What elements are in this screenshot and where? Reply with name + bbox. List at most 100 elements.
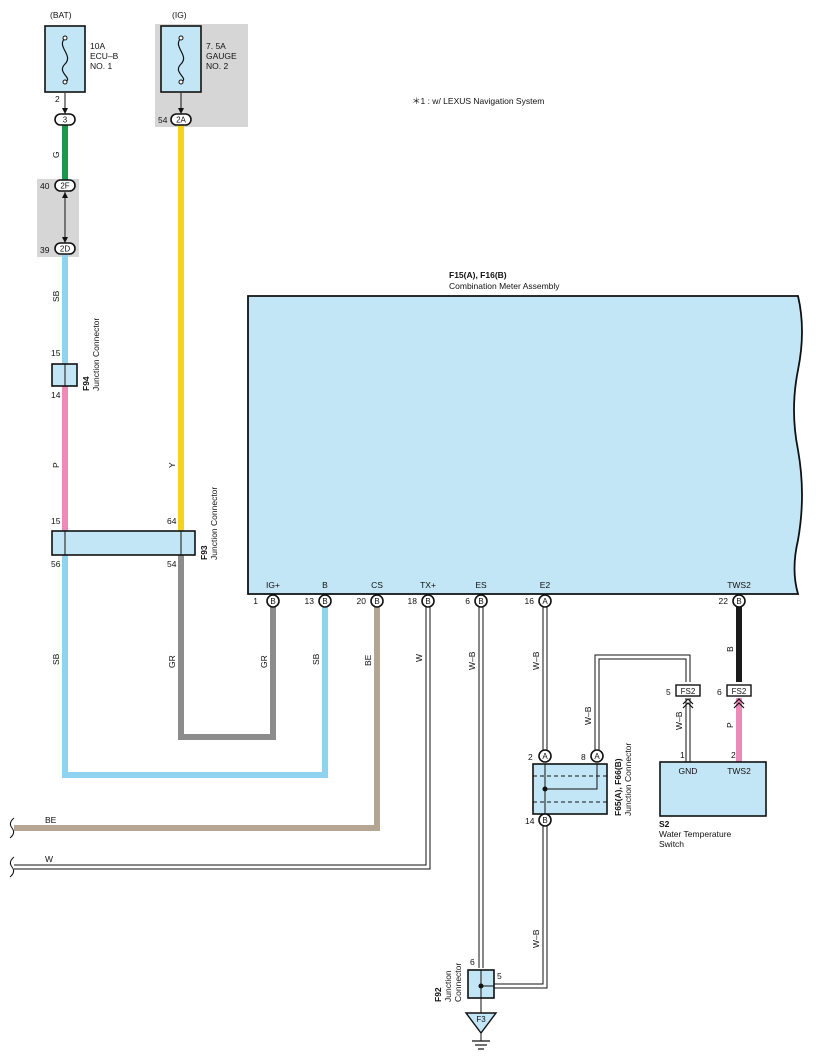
f65-f66-junction-connector: 2 A 8 A 14 B F65(A), F66(B) Junction Con… <box>525 743 633 827</box>
diagram-label: Switch <box>659 839 684 849</box>
diagram-label: TX+ <box>420 580 436 590</box>
diagram-label: 39 <box>40 245 50 255</box>
diagram-label: ECU–B <box>90 51 119 61</box>
wire-gray <box>178 555 276 740</box>
diagram-label: 40 <box>40 181 50 191</box>
diagram-label: CS <box>371 580 383 590</box>
diagram-label: 5 <box>497 971 502 981</box>
diagram-label: B <box>322 597 327 606</box>
diagram-label: W–B <box>674 711 684 730</box>
junction-2d: 39 2D <box>40 242 76 255</box>
diagram-label: 16 <box>525 596 535 606</box>
diagram-label: 56 <box>51 559 61 569</box>
diagram-label: F94 <box>81 376 91 391</box>
diagram-label: FS2 <box>681 687 696 696</box>
diagram-label: 1 <box>680 750 685 760</box>
wire-f65-to-fs2 <box>594 654 691 750</box>
diagram-label: P <box>725 722 735 728</box>
diagram-label: 15 <box>51 348 61 358</box>
diagram-label: 2 <box>528 752 533 762</box>
diagram-label: B <box>322 580 328 590</box>
diagram-label: F3 <box>476 1015 486 1024</box>
diagram-label: 14 <box>51 390 61 400</box>
diagram-label: 15 <box>51 516 61 526</box>
diagram-label: Y <box>167 462 177 468</box>
diagram-label: A <box>542 597 548 606</box>
diagram-label: 54 <box>167 559 177 569</box>
diagram-label: 7. 5A <box>206 41 226 51</box>
diagram-label: NO. 2 <box>206 61 228 71</box>
diagram-label: ES <box>475 580 487 590</box>
diagram-label: W <box>414 654 424 662</box>
combination-meter-assembly: F15(A), F16(B) Combination Meter Assembl… <box>247 270 803 595</box>
f93-junction-connector: 15 64 56 54 F93 Junction Connector <box>51 487 219 569</box>
fuse-gauge: (IG) 7. 5A GAUGE NO. 2 <box>160 10 237 93</box>
diagram-label: SB <box>51 653 61 665</box>
fs2-connector-left: 5 FS2 <box>666 684 701 709</box>
diagram-label: B <box>542 816 547 825</box>
diagram-label: W <box>45 854 53 864</box>
diagram-label: GND <box>679 766 698 776</box>
diagram-label: 2D <box>60 245 70 254</box>
s2-water-temperature-switch: 1 2 GND TWS2 S2 Water Temperature Switch <box>659 750 767 849</box>
diagram-label: W–B <box>531 651 541 670</box>
wire-beige <box>14 607 380 831</box>
diagram-label: F65(A), F66(B) <box>613 758 623 816</box>
diagram-label: B <box>425 597 430 606</box>
diagram-label: B <box>725 646 735 652</box>
meter-pins: 1 B 13 B 20 B 18 B 6 B 16 A 22 B <box>253 594 746 608</box>
diagram-label: A <box>542 752 548 761</box>
diagram-label: NO. 1 <box>90 61 112 71</box>
meter-name: Combination Meter Assembly <box>449 281 560 291</box>
meter-code: F15(A), F16(B) <box>449 270 507 280</box>
diagram-label: W–B <box>467 651 477 670</box>
wire-sb-f93-to-meter-b <box>62 555 328 778</box>
diagram-label: B <box>270 597 275 606</box>
diagram-label: 6 <box>470 957 475 967</box>
f94-junction-connector: 15 14 F94 Junction Connector <box>51 318 101 400</box>
diagram-label: Junction Connector <box>91 318 101 391</box>
wire-color-labels: G SB P Y SB GR GR SB BE W W–B W–B W–B W–… <box>45 151 735 948</box>
diagram-label: W–B <box>583 706 593 725</box>
f92-junction-connector: 6 5 F92 Junction Connector <box>433 957 502 1002</box>
diagram-label: 6 <box>717 687 722 697</box>
diagram-label: E2 <box>540 580 551 590</box>
diagram-label: BE <box>45 815 57 825</box>
diagram-label: 10A <box>90 41 105 51</box>
diagram-label: BE <box>363 654 373 666</box>
diagram-label: TWS2 <box>727 580 751 590</box>
diagram-label: GR <box>167 655 177 668</box>
diagram-label: FS2 <box>732 687 747 696</box>
diagram-label: 3 <box>63 116 68 125</box>
diagram-label: B <box>736 597 741 606</box>
wires <box>14 93 742 989</box>
junction-2f: 40 2F <box>40 179 76 192</box>
diagram-label: SB <box>51 290 61 302</box>
diagram-label: 1 <box>253 596 258 606</box>
diagram-label: 20 <box>357 596 367 606</box>
diagram-label: Junction <box>443 970 453 1002</box>
diagram-label: 64 <box>167 516 177 526</box>
fuse-bat-source: (BAT) <box>50 10 72 20</box>
diagram-label: P <box>51 462 61 468</box>
diagram-label: 14 <box>525 816 535 826</box>
diagram-label: 8 <box>581 752 586 762</box>
diagram-label: 2A <box>176 116 186 125</box>
diagram-label: Junction Connector <box>623 743 633 816</box>
diagram-label: IG+ <box>266 580 280 590</box>
diagram-label: 54 <box>158 115 168 125</box>
diagram-label: Connector <box>453 963 463 1002</box>
diagram-label: GAUGE <box>206 51 237 61</box>
diagram-label: Water Temperature <box>659 829 732 839</box>
fs2-connector-right: 6 FS2 <box>717 684 752 709</box>
fuse-ig-source: (IG) <box>172 10 187 20</box>
diagram-label: B <box>374 597 379 606</box>
diagram-label: A <box>594 752 600 761</box>
diagram-label: SB <box>311 653 321 665</box>
fuse-ecu-b: (BAT) 10A ECU–B NO. 1 <box>44 10 119 93</box>
wire-end-w <box>9 856 15 878</box>
diagram-label: G <box>51 151 61 158</box>
diagram-label: 6 <box>465 596 470 606</box>
diagram-label: 2 <box>731 750 736 760</box>
wire-end-be <box>9 817 15 839</box>
